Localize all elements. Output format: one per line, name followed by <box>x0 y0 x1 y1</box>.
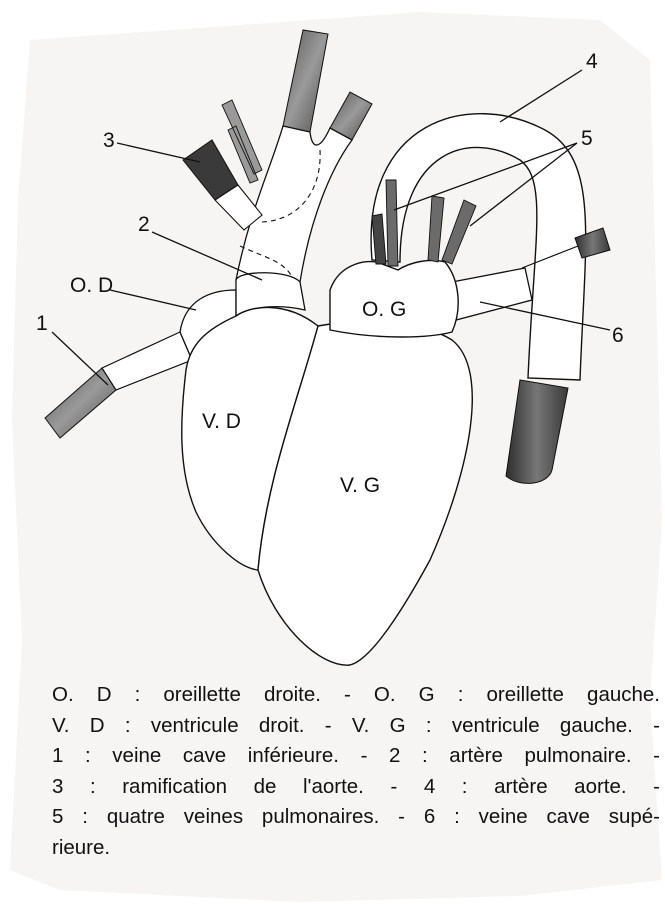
label-5: 5 <box>581 127 593 150</box>
figure-caption: O. D : oreillette droite. - O. G : oreil… <box>52 680 660 863</box>
label-vg: V. G <box>340 474 380 497</box>
label-3: 3 <box>103 129 115 152</box>
caption-line-4: 3 : ramification de l'aorte. - 4 : artèr… <box>52 772 660 803</box>
label-2: 2 <box>138 213 150 236</box>
label-od: O. D <box>70 274 113 297</box>
label-4: 4 <box>586 50 598 73</box>
label-vd: V. D <box>202 410 241 433</box>
caption-line-1: O. D : oreillette droite. - O. G : oreil… <box>52 680 660 711</box>
label-6: 6 <box>612 324 624 347</box>
caption-line-6: rieure. <box>52 833 660 864</box>
caption-line-2: V. D : ventricule droit. - V. G : ventri… <box>52 711 660 742</box>
label-1: 1 <box>36 312 48 335</box>
caption-line-5: 5 : quatre veines pulmonaires. - 6 : vei… <box>52 802 660 833</box>
label-og: O. G <box>362 298 406 321</box>
caption-line-3: 1 : veine cave inférieure. - 2 : artère … <box>52 741 660 772</box>
pulmonary-vein-2 <box>386 180 398 266</box>
